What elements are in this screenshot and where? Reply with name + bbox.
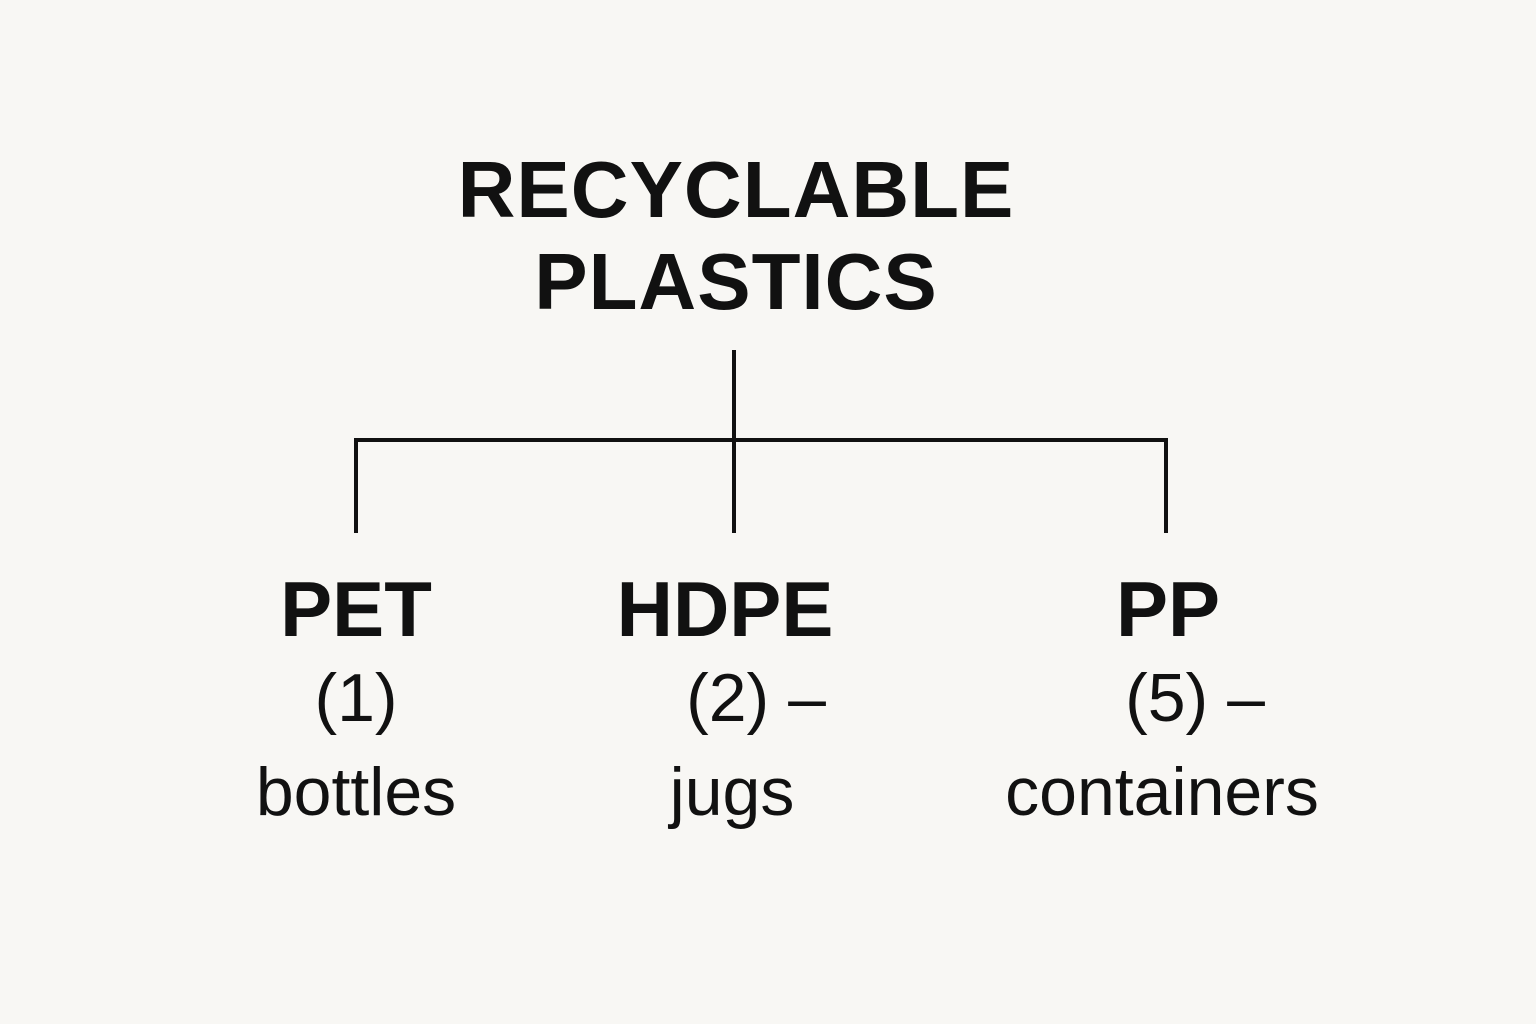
root-title-line-1: RECYCLABLE bbox=[457, 145, 1015, 234]
node-pet-description: bottles bbox=[255, 754, 457, 830]
node-hdpe-name: HDPE bbox=[616, 565, 834, 653]
node-hdpe-code: (2) – bbox=[686, 660, 826, 736]
root-title-line-2: PLASTICS bbox=[534, 237, 938, 326]
node-hdpe-description: jugs bbox=[669, 754, 795, 830]
node-pp-name: PP bbox=[1115, 565, 1221, 653]
node-pp-code: (5) – bbox=[1125, 660, 1265, 736]
node-pet-name: PET bbox=[280, 565, 432, 653]
node-pp-description: containers bbox=[1005, 754, 1319, 830]
node-pet-code: (1) bbox=[314, 660, 398, 736]
